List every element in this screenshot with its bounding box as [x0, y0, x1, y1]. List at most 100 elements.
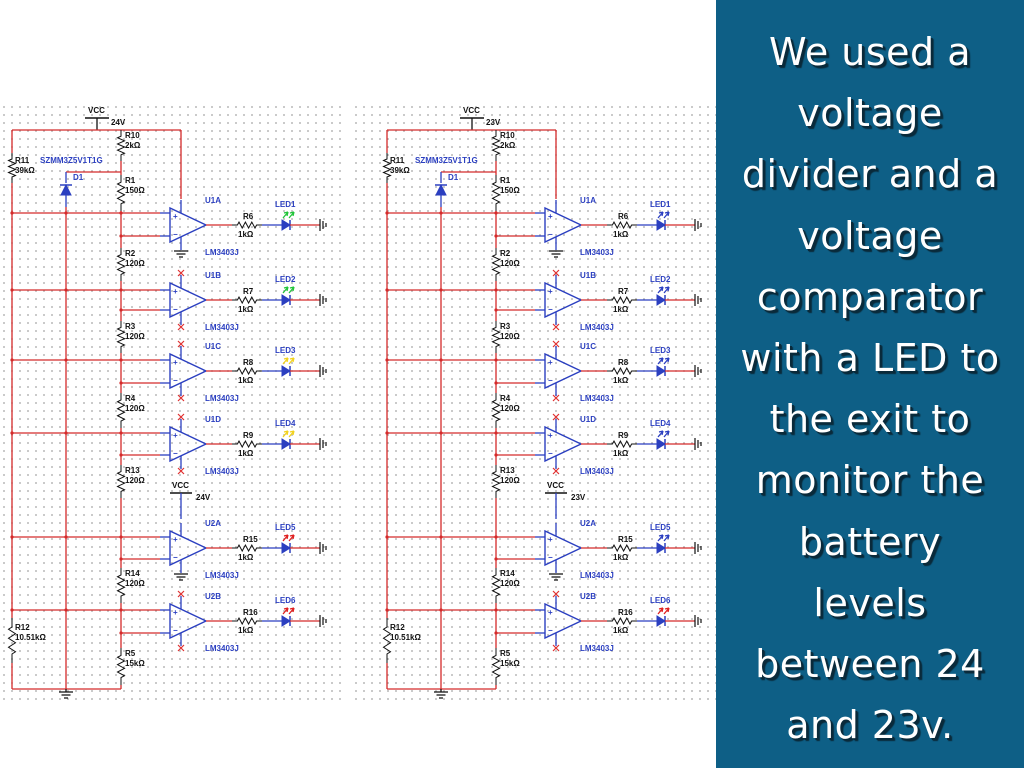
resistor-ref: R5 — [500, 649, 511, 658]
opamp-part: LM3403J — [580, 248, 614, 257]
opamp-part: LM3403J — [205, 323, 239, 332]
plus-sign: + — [548, 287, 553, 296]
resistor-value: 2kΩ — [125, 141, 141, 150]
junction — [119, 211, 123, 215]
text-line: comparator — [756, 274, 984, 319]
resistor-ref: R9 — [243, 431, 254, 440]
junction — [119, 308, 123, 312]
led-ref: LED5 — [650, 523, 671, 532]
junction — [10, 288, 14, 292]
opamp-ref: U1D — [205, 415, 221, 424]
text-line: voltage — [797, 91, 943, 136]
plus-sign: + — [173, 431, 178, 440]
junction — [494, 557, 498, 561]
junction — [64, 358, 68, 362]
zener-diode-icon — [60, 183, 72, 196]
minus-sign: − — [548, 305, 553, 314]
resistor-r11 — [7, 153, 17, 183]
resistor-value: 120Ω — [125, 404, 145, 413]
junction — [494, 358, 498, 362]
resistor-value: 120Ω — [500, 332, 520, 341]
opamp-ref: U1A — [205, 196, 221, 205]
no-connect-icon — [552, 340, 560, 348]
opamp-u1d — [544, 425, 583, 463]
junction — [119, 608, 123, 612]
resistor-r15 — [607, 543, 637, 553]
light-arrow-icon — [657, 286, 664, 294]
junction — [494, 535, 498, 539]
light-arrow-icon — [282, 211, 289, 219]
text-line: battery — [798, 519, 942, 564]
opamp-ref: U1B — [205, 271, 221, 280]
resistor-r13 — [116, 465, 126, 498]
light-arrow-icon — [663, 607, 670, 615]
light-arrow-icon — [282, 430, 289, 438]
light-arrow-icon — [282, 607, 289, 615]
minus-sign: − — [548, 553, 553, 562]
junction — [439, 431, 443, 435]
light-arrow-icon — [288, 534, 295, 542]
opamp-u2a — [169, 529, 208, 567]
resistor-ref: R16 — [618, 608, 633, 617]
resistor-r15 — [232, 543, 262, 553]
resistor-r1 — [116, 175, 126, 211]
minus-sign: − — [548, 626, 553, 635]
minus-sign: − — [548, 376, 553, 385]
opamp-u1c — [169, 352, 208, 390]
resistor-ref: R4 — [125, 394, 136, 403]
light-arrow-icon — [288, 430, 295, 438]
junction — [119, 535, 123, 539]
plus-sign: + — [173, 608, 178, 617]
junction — [385, 608, 389, 612]
resistor-value: 150Ω — [500, 186, 520, 195]
resistor-value: 120Ω — [125, 332, 145, 341]
ground-icon — [694, 219, 702, 231]
light-arrow-icon — [282, 286, 289, 294]
resistor-r4 — [116, 393, 126, 428]
opamp-part: LM3403J — [580, 394, 614, 403]
resistor-ref: R3 — [125, 322, 136, 331]
light-arrow-icon — [657, 430, 664, 438]
no-connect-icon — [552, 394, 560, 402]
minus-sign: − — [548, 230, 553, 239]
zener-part: SZMM3Z5V1T1G — [40, 156, 103, 165]
led-icon — [656, 542, 666, 554]
resistor-ref: R2 — [125, 249, 136, 258]
ground-icon — [694, 615, 702, 627]
light-arrow-icon — [663, 534, 670, 542]
ground-icon — [174, 573, 188, 581]
junction — [494, 631, 498, 635]
ground-icon — [319, 615, 327, 627]
plus-sign: + — [548, 608, 553, 617]
led-icon — [281, 219, 291, 231]
led-icon — [281, 365, 291, 377]
no-connect-icon — [177, 269, 185, 277]
opamp-u1a — [544, 206, 583, 244]
no-connect-icon — [552, 413, 560, 421]
ground-icon — [319, 542, 327, 554]
led-ref: LED3 — [275, 346, 296, 355]
ground-icon — [59, 691, 73, 699]
resistor-ref: R4 — [500, 394, 511, 403]
opamp-part: LM3403J — [580, 323, 614, 332]
minus-sign: − — [173, 553, 178, 562]
light-arrow-icon — [663, 211, 670, 219]
opamp-ref: U2A — [580, 519, 596, 528]
resistor-ref: R6 — [243, 212, 254, 221]
resistor-r4 — [491, 393, 501, 428]
resistor-ref: R13 — [500, 466, 515, 475]
light-arrow-icon — [657, 357, 664, 365]
resistor-ref: R2 — [500, 249, 511, 258]
opamp-part: LM3403J — [205, 644, 239, 653]
r12-ref: R12 — [390, 623, 405, 632]
no-connect-icon — [552, 590, 560, 598]
junction — [385, 288, 389, 292]
junction — [119, 234, 123, 238]
vcc2-label: VCC — [172, 481, 189, 490]
junction — [64, 535, 68, 539]
resistor-r2 — [491, 248, 501, 281]
plus-sign: + — [173, 212, 178, 221]
resistor-value: 2kΩ — [500, 141, 516, 150]
junction — [439, 608, 443, 612]
opamp-part: LM3403J — [205, 571, 239, 580]
